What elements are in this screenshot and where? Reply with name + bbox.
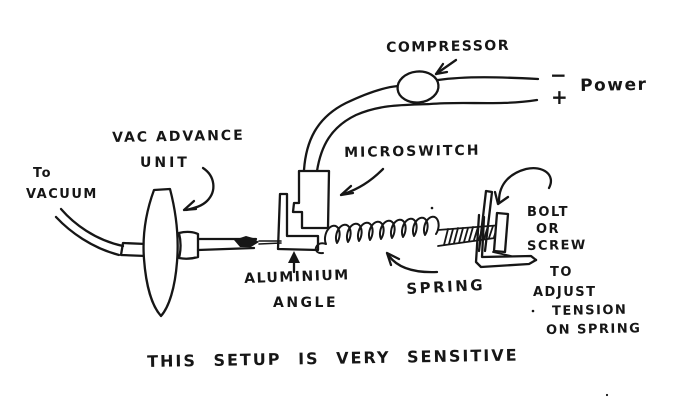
vacuum-hose [54,207,148,258]
microswitch-arrow [339,167,385,197]
wire-negative [302,76,540,172]
power-label: Power [579,74,648,96]
bolt-note-line-1: BOLT [527,205,569,220]
compressor-shape [396,70,440,104]
to-vacuum-label-line1: To [33,166,53,181]
threaded-rod [437,224,503,247]
power-minus-symbol: − [550,63,569,87]
compressor-arrow [434,58,458,76]
vac-advance-arrow [182,166,215,212]
bolt-note-line-3: SCREW [526,237,587,254]
vac-advance-label-line1: VAC ADVANCE [111,127,245,146]
bolt-head [492,211,512,257]
spring-arrow [385,251,439,274]
power-plus-symbol: + [551,85,570,109]
bolt-note-line-2: OR [536,222,561,237]
spring-label: SPRING [405,275,486,298]
spring-coil [314,215,440,255]
rod-tip [234,236,259,247]
vac-advance-unit-shape [142,187,200,318]
microswitch-label: MICROSWITCH [343,142,481,161]
bolt-note-line-6: TENSION [551,302,628,319]
bolt-note-line-4: TO [550,265,573,280]
bolt-arrow [493,166,552,206]
bolt-note-line-7: ON SPRING [545,321,642,338]
wire-positive [315,98,539,173]
aluminium-angle-label-line1: ALUMINIUM [243,267,350,287]
aluminium-angle-label-line2: ANGLE [273,295,339,311]
bolt-note-line-5: ADJUST [533,285,597,300]
aluminium-angle-bracket [276,192,320,252]
actuator-rod [196,236,282,252]
adjuster-bracket [474,189,538,269]
aluminium-angle-arrow [288,251,300,274]
to-vacuum-label-line2: VACUUM [26,187,98,202]
compressor-label: COMPRESSOR [385,37,511,56]
microswitch-body [291,169,331,230]
ink-speck [430,206,609,397]
vac-advance-label-line2: UNIT [140,155,190,171]
